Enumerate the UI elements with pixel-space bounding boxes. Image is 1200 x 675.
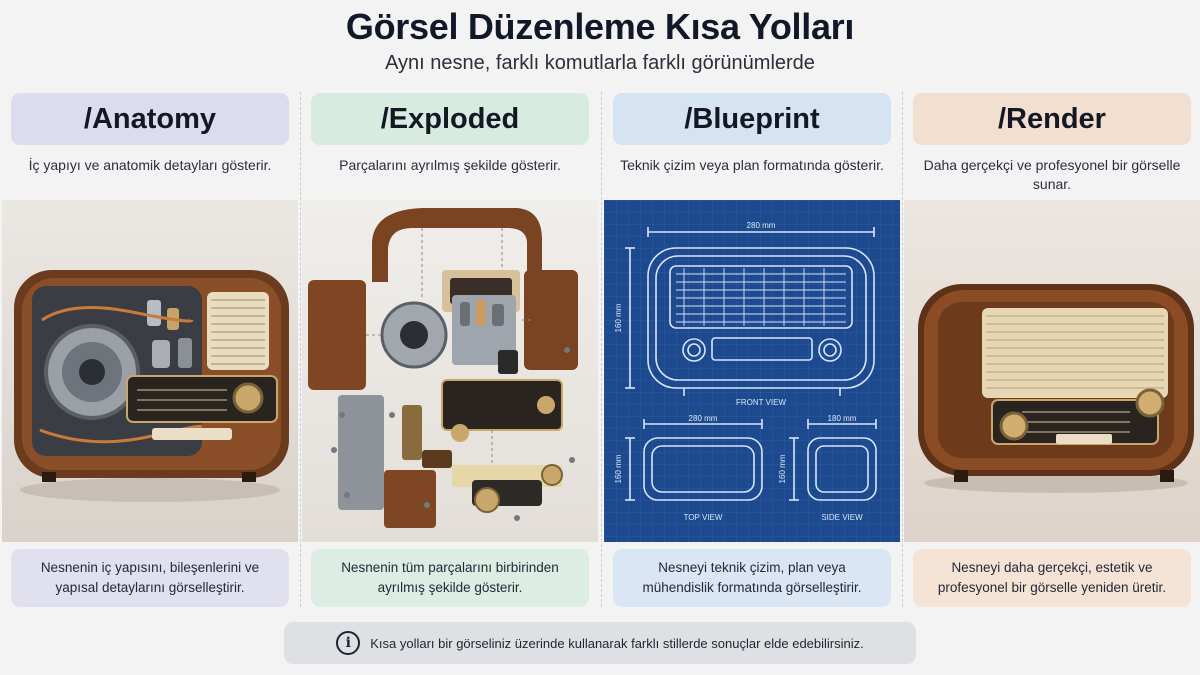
column-render: /Render Daha gerçekçi ve profesyonel bir… (904, 90, 1200, 610)
render-radio-image (904, 200, 1200, 542)
summary-blueprint: Nesneyi teknik çizim, plan veya mühendis… (613, 549, 891, 607)
column-divider (601, 92, 602, 607)
top-height-label: 160 mm (614, 454, 623, 483)
footer-note-text: Kısa yolları bir görseliniz üzerinde kul… (370, 635, 864, 651)
side-height-label: 160 mm (778, 454, 787, 483)
column-anatomy: /Anatomy İç yapıyı ve anatomik detayları… (2, 90, 298, 610)
summary-render: Nesneyi daha gerçekçi, estetik ve profes… (913, 549, 1191, 607)
column-exploded: /Exploded Parçalarını ayrılmış şekilde g… (302, 90, 598, 610)
description-blueprint: Teknik çizim veya plan formatında göster… (620, 157, 884, 173)
anatomy-radio-image (2, 200, 298, 542)
command-anatomy[interactable]: /Anatomy (11, 93, 289, 145)
front-width-label: 280 mm (747, 221, 776, 230)
column-blueprint: /Blueprint Teknik çizim veya plan format… (604, 90, 900, 610)
blueprint-drawing: 280 mm 160 mm FRONT VIEW 280 mm 160 mm T… (604, 200, 900, 542)
page-subtitle: Aynı nesne, farklı komutlarla farklı gör… (385, 52, 815, 74)
front-height-label: 160 mm (614, 303, 623, 332)
summary-exploded: Nesnenin tüm parçalarını birbirinden ayr… (311, 549, 589, 607)
column-divider (902, 92, 903, 607)
top-width-label: 280 mm (689, 414, 718, 423)
column-divider (300, 92, 301, 607)
side-width-label: 180 mm (828, 414, 857, 423)
command-exploded[interactable]: /Exploded (311, 93, 589, 145)
description-render: Daha gerçekçi ve profesyonel bir görsell… (923, 157, 1181, 192)
exploded-radio-image (302, 200, 598, 542)
top-view-label: TOP VIEW (684, 513, 723, 522)
page-title: Görsel Düzenleme Kısa Yolları (345, 6, 855, 47)
command-render[interactable]: /Render (913, 93, 1191, 145)
footer-note: i Kısa yolları bir görseliniz üzerinde k… (284, 622, 916, 664)
side-view-label: SIDE VIEW (821, 513, 863, 522)
front-view-label: FRONT VIEW (736, 398, 787, 407)
summary-anatomy: Nesnenin iç yapısını, bileşenlerini ve y… (11, 549, 289, 607)
command-blueprint[interactable]: /Blueprint (613, 93, 891, 145)
info-icon: i (336, 631, 361, 655)
description-anatomy: İç yapıyı ve anatomik detayları gösterir… (28, 157, 272, 173)
description-exploded: Parçalarını ayrılmış şekilde gösterir. (339, 157, 561, 173)
